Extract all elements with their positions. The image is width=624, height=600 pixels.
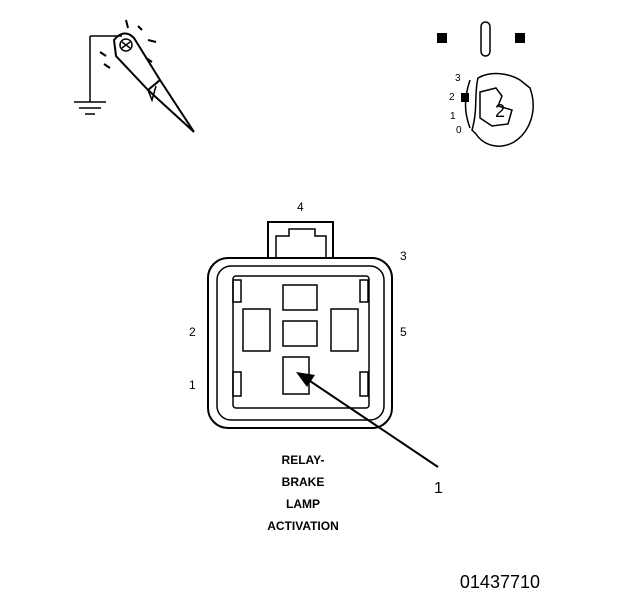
key-position-number: 2 xyxy=(495,101,505,121)
terminal-cavity-center xyxy=(282,320,318,347)
caption-line-3: LAMP xyxy=(286,497,320,511)
pin-label-3: 3 xyxy=(400,249,407,263)
connector-inner-shell xyxy=(216,265,385,421)
position-indicator xyxy=(461,93,469,102)
caption: RELAY- BRAKE LAMP ACTIVATION xyxy=(267,453,339,533)
light-rays-icon xyxy=(99,19,157,69)
pin-label-1: 1 xyxy=(189,378,196,392)
test-light-probe-icon xyxy=(74,19,195,133)
position-label-2: 2 xyxy=(449,92,455,103)
figure-id: 01437710 xyxy=(460,572,540,592)
terminal-cavity-4 xyxy=(282,284,318,311)
ignition-switch-icon: 3 2 1 0 2 xyxy=(437,21,534,147)
position-label-1: 1 xyxy=(450,111,456,122)
terminal-cavity-5 xyxy=(330,308,359,352)
caption-line-2: BRAKE xyxy=(282,475,325,489)
callout-arrow: 1 xyxy=(296,372,443,497)
key-cylinder-icon xyxy=(471,72,534,147)
pin-label-4: 4 xyxy=(297,200,304,214)
position-label-0: 0 xyxy=(456,125,462,136)
caption-line-1: RELAY- xyxy=(282,453,325,467)
connector-cavity-frame xyxy=(232,275,370,409)
connector-side-slots xyxy=(232,279,369,397)
connector-latch xyxy=(267,221,334,258)
pin-label-5: 5 xyxy=(400,325,407,339)
position-label-3: 3 xyxy=(455,73,461,84)
switch-contact-right xyxy=(515,33,525,43)
pin-label-2: 2 xyxy=(189,325,196,339)
caption-line-4: ACTIVATION xyxy=(267,519,339,533)
key-head-icon xyxy=(479,87,513,127)
arrowhead-icon xyxy=(296,372,315,387)
callout-number: 1 xyxy=(434,480,443,497)
connector-outer-shell xyxy=(207,257,393,429)
switch-contact-left xyxy=(437,33,447,43)
relay-connector: 4 3 2 5 1 xyxy=(189,200,407,429)
terminal-cavity-2 xyxy=(242,308,271,352)
key-slot-icon xyxy=(480,21,491,57)
